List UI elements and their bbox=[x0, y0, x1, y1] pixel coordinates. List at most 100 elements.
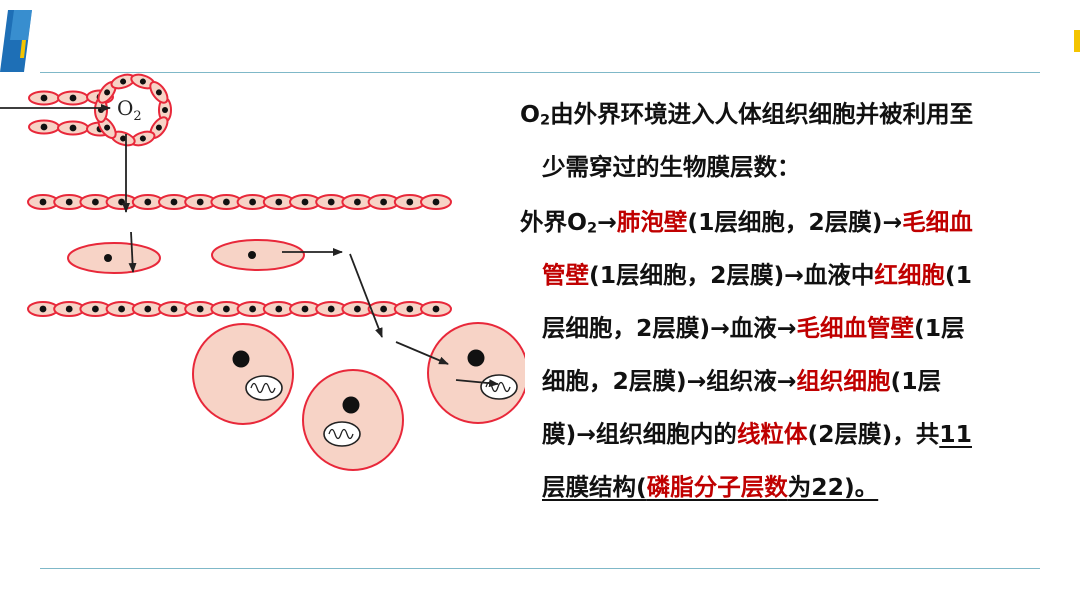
tissue-cell bbox=[192, 323, 294, 425]
mitochondrion bbox=[480, 374, 518, 400]
nucleus bbox=[39, 305, 47, 313]
total-membranes: 11 bbox=[939, 420, 972, 448]
capillary-wall-term-b: 管壁 bbox=[542, 261, 589, 289]
nucleus bbox=[232, 350, 250, 368]
endothelial-cell bbox=[149, 81, 169, 104]
endothelial-cell bbox=[130, 73, 156, 90]
nucleus bbox=[92, 305, 99, 313]
bottom-rule bbox=[40, 568, 1040, 569]
phospholipid-term: 磷脂分子层数 bbox=[646, 473, 788, 501]
nucleus bbox=[39, 198, 47, 206]
answer-paragraph: 外界O2→肺泡壁(1层细胞，2层膜)→毛细血 管壁(1层细胞，2层膜)→血液中红… bbox=[520, 208, 973, 501]
endothelial-cell bbox=[210, 301, 243, 317]
tissue-cell bbox=[427, 322, 525, 424]
endothelial-cell bbox=[110, 130, 136, 147]
nucleus bbox=[327, 198, 335, 206]
nucleus bbox=[144, 198, 152, 206]
endothelial-cell bbox=[289, 194, 321, 210]
endothelial-cell bbox=[57, 90, 89, 106]
nucleus bbox=[104, 124, 111, 131]
red-blood-cell-term: 红细胞 bbox=[874, 261, 945, 289]
nucleus bbox=[249, 305, 256, 313]
nucleus bbox=[104, 254, 112, 262]
nucleus bbox=[40, 94, 48, 102]
nucleus bbox=[65, 305, 73, 313]
oxygen-arrow bbox=[128, 231, 137, 273]
question-title-line1: O2由外界环境进入人体组织细胞并被利用至 bbox=[520, 100, 974, 129]
nucleus bbox=[467, 349, 485, 367]
nucleus bbox=[155, 89, 162, 96]
nucleus bbox=[196, 198, 204, 206]
endothelial-cell bbox=[236, 194, 269, 210]
endothelial-cell bbox=[105, 301, 138, 317]
endothelial-cell bbox=[130, 130, 156, 147]
nucleus bbox=[144, 305, 152, 313]
question-title-line2: 少需穿过的生物膜层数： bbox=[542, 153, 801, 181]
nucleus bbox=[155, 124, 162, 131]
top-rule bbox=[40, 72, 1040, 73]
nucleus bbox=[275, 305, 283, 313]
oxygen-path-arrows bbox=[0, 104, 499, 388]
mitochondria-term: 线粒体 bbox=[736, 420, 808, 448]
nucleus bbox=[342, 396, 360, 414]
nucleus bbox=[118, 198, 125, 206]
nucleus bbox=[223, 305, 230, 313]
tissue-cell bbox=[302, 369, 404, 471]
oxygen-pathway-diagram: O2 bbox=[0, 73, 525, 471]
nucleus bbox=[170, 305, 178, 313]
nucleus bbox=[354, 198, 361, 206]
nucleus bbox=[327, 305, 335, 313]
red-blood-cells bbox=[67, 239, 305, 274]
slide-accent-right bbox=[1074, 30, 1080, 52]
nucleus bbox=[432, 305, 440, 313]
nucleus bbox=[406, 305, 414, 313]
mitochondrion bbox=[245, 375, 283, 401]
nucleus bbox=[170, 198, 178, 206]
nucleus bbox=[275, 198, 283, 206]
nucleus bbox=[380, 305, 387, 313]
nucleus bbox=[301, 305, 309, 313]
endothelial-cell bbox=[341, 194, 374, 210]
slide-accent-left bbox=[0, 10, 32, 72]
conclusion-underlined: 层膜结构(磷脂分子层数为22)。 bbox=[542, 473, 879, 501]
endothelial-cell bbox=[28, 90, 60, 106]
alveolus: O2 bbox=[28, 73, 172, 147]
nucleus bbox=[354, 305, 361, 313]
nucleus bbox=[104, 89, 111, 96]
nucleus bbox=[301, 198, 309, 206]
explanation-text: O2由外界环境进入人体组织细胞并被利用至 少需穿过的生物膜层数： 外界O2→肺泡… bbox=[520, 88, 1076, 514]
capillary-wall-lower bbox=[27, 301, 452, 317]
tissue-cells bbox=[192, 322, 525, 471]
endothelial-cell bbox=[262, 194, 295, 210]
nucleus bbox=[120, 135, 127, 142]
nucleus bbox=[139, 135, 146, 142]
endothelial-cell bbox=[57, 120, 89, 136]
endothelial-cell bbox=[28, 119, 60, 135]
endothelial-cell bbox=[315, 301, 348, 317]
nucleus bbox=[248, 251, 256, 259]
nucleus bbox=[69, 94, 77, 102]
endothelial-cell bbox=[79, 301, 112, 317]
nucleus bbox=[139, 78, 146, 85]
red-blood-cell bbox=[211, 239, 305, 271]
red-blood-cell bbox=[67, 242, 161, 274]
nucleus bbox=[40, 123, 48, 131]
capillary-wall-term-2: 毛细血管壁 bbox=[796, 314, 914, 342]
oxygen-arrow bbox=[395, 341, 449, 365]
alveolar-wall-term: 肺泡壁 bbox=[616, 208, 688, 236]
endothelial-cell bbox=[420, 301, 452, 317]
capillary-wall-upper bbox=[27, 194, 452, 210]
mitochondrion bbox=[323, 421, 361, 447]
nucleus bbox=[249, 198, 256, 206]
nucleus bbox=[162, 107, 168, 113]
nucleus bbox=[223, 198, 230, 206]
tissue-cell-term: 组织细胞 bbox=[796, 367, 891, 395]
nucleus bbox=[196, 305, 204, 313]
nucleus bbox=[406, 198, 414, 206]
nucleus bbox=[65, 198, 73, 206]
nucleus bbox=[432, 198, 440, 206]
endothelial-cell bbox=[420, 194, 452, 210]
oxygen-arrow bbox=[349, 253, 383, 338]
nucleus bbox=[69, 124, 77, 132]
nucleus bbox=[120, 78, 127, 85]
